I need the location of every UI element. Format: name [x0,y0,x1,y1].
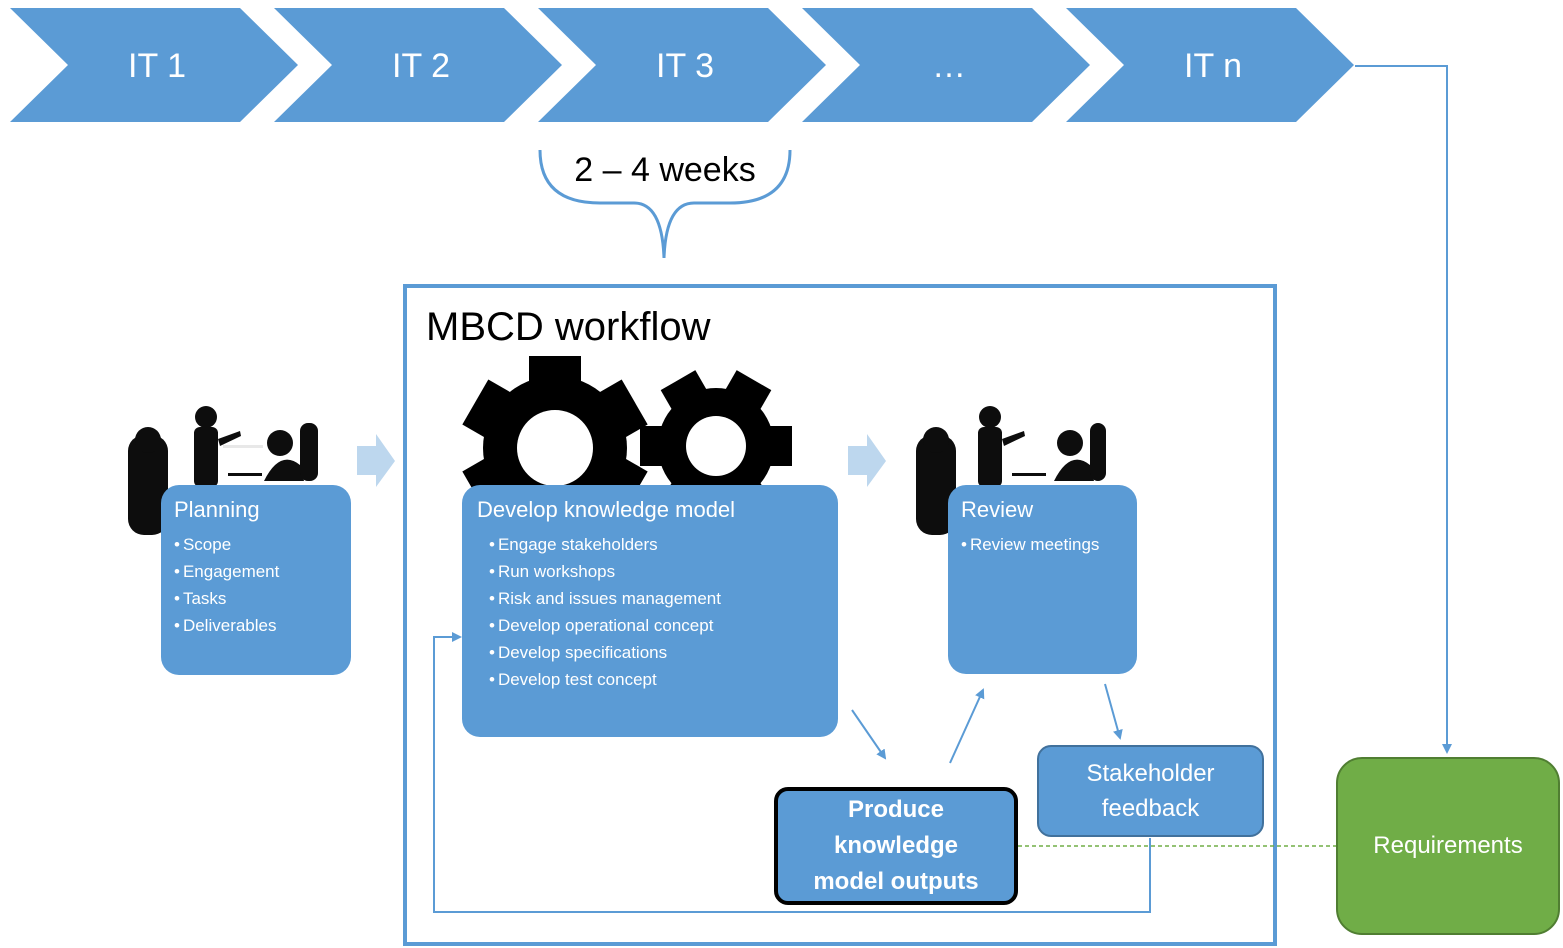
chevron-it-1 [10,8,298,122]
planning-title: Planning [174,497,260,522]
chevron-label-3: IT 3 [656,47,714,85]
chevron-it-n [1066,8,1354,122]
feedback-line-2: feedback [1101,795,1200,822]
duration-label: 2 – 4 weeks [574,151,755,189]
list-item: Engagement [174,558,338,585]
list-item: Run workshops [489,558,823,585]
large-gear [462,356,648,540]
chevron-label-4: … [932,47,966,85]
develop-knowledge-model-box: Develop knowledge model Engage stakehold… [462,485,838,737]
list-item: Engage stakeholders [489,531,823,558]
feedback-line-1: Stakeholder [1086,760,1215,787]
duration-brace [538,149,792,259]
flow-arrow-review [848,434,886,487]
feedback-text: Stakeholder feedback [1086,756,1214,826]
chevron-label-2: IT 2 [392,47,450,85]
requirements-label: Requirements [1373,832,1523,859]
develop-title: Develop knowledge model [477,497,736,522]
review-title: Review [961,497,1034,522]
review-box: Review Review meetings [948,485,1137,674]
list-item: Develop test concept [489,666,823,693]
chevron-ellipsis [802,8,1090,122]
list-item: Deliverables [174,612,338,639]
develop-list: Engage stakeholders Run workshops Risk a… [477,531,823,693]
arrow-develop-to-produce [851,709,887,760]
list-item: Risk and issues management [489,585,823,612]
list-item: Scope [174,531,338,558]
chevron-it-3 [538,8,826,122]
flow-arrow-planning [357,434,395,487]
review-list: Review meetings [961,531,1124,558]
requirements-box: Requirements [1336,757,1560,935]
iteration-chevrons: IT 1 IT 2 IT 3 … IT n [10,8,1354,122]
arrow-produce-to-review [949,688,985,764]
planning-list: Scope Engagement Tasks Deliverables [174,531,338,639]
list-item: Develop specifications [489,639,823,666]
produce-line-1: Produce [847,796,944,823]
chevron-label-5: IT n [1184,47,1242,85]
arrow-review-to-feedback [1104,683,1123,740]
feedback-loop-line [433,632,1151,913]
produce-line-3: model outputs [813,868,979,895]
iterations-to-requirements-line [1355,65,1452,754]
planning-box: Planning Scope Engagement Tasks Delivera… [161,485,351,675]
chevron-label-1: IT 1 [128,47,186,85]
list-item: Develop operational concept [489,612,823,639]
workflow-title: MBCD workflow [426,305,711,349]
produce-text: Produce knowledge model outputs [813,792,978,900]
list-item: Tasks [174,585,338,612]
workflow-frame [403,284,1277,946]
produce-outputs-box: Produce knowledge model outputs [774,787,1018,905]
list-item: Review meetings [961,531,1124,558]
produce-line-2: knowledge [833,832,958,859]
chevron-it-2 [274,8,562,122]
stakeholder-feedback-box: Stakeholder feedback [1037,745,1264,837]
